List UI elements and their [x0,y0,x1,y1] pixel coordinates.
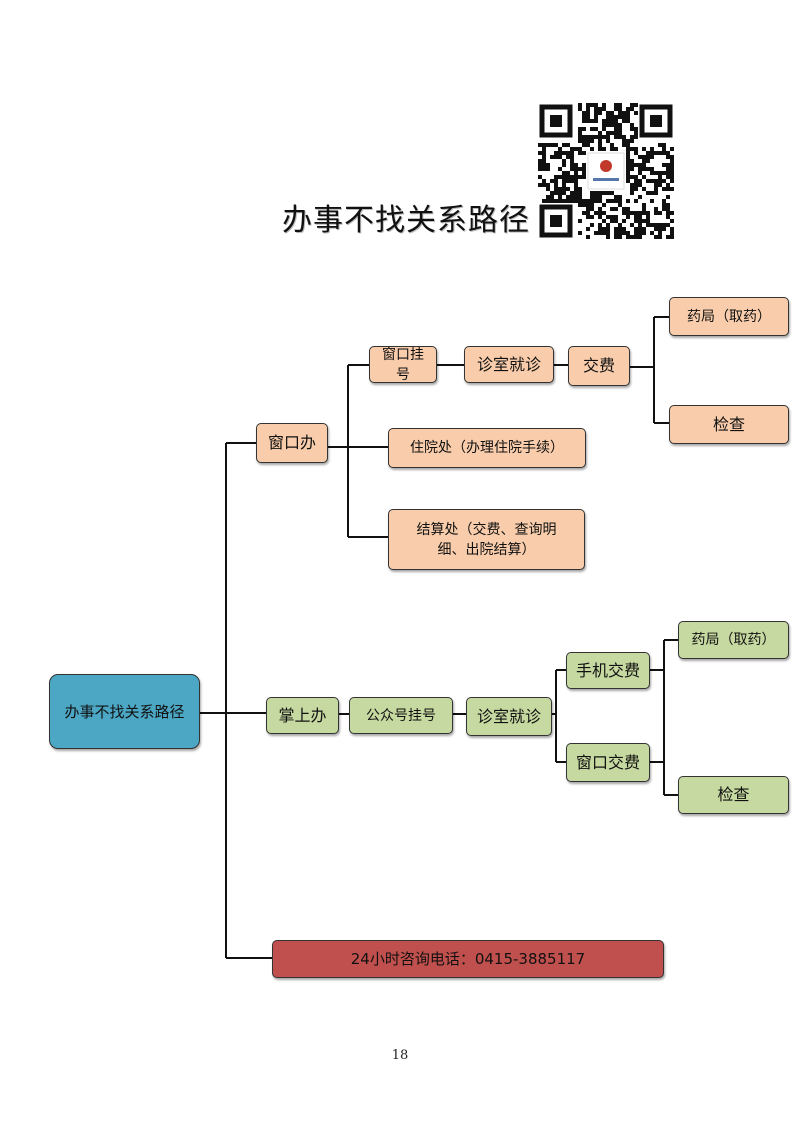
mobile-exam-node: 检查 [678,776,789,814]
root-node: 办事不找关系路径 [49,674,200,749]
settlement-node: 结算处（交费、查询明细、出院结算） [388,509,585,570]
phone-pay-node: 手机交费 [566,652,650,689]
window-pharmacy-node: 药局（取药） [669,297,789,336]
mobile-consult-node: 诊室就诊 [466,697,552,736]
mobile-window-pay-node: 窗口交费 [566,743,650,782]
mobile-pharmacy-node: 药局（取药） [678,621,789,659]
window-exam-node: 检查 [669,405,789,444]
window-service-node: 窗口办 [256,423,328,463]
page-title: 办事不找关系路径 [282,203,530,238]
hotline-banner: 24小时咨询电话：0415-3885117 [272,940,664,978]
page-number: 18 [391,1048,409,1063]
window-consult-node: 诊室就诊 [464,346,554,383]
window-pay-node: 交费 [568,346,630,386]
window-register-node: 窗口挂号 [369,346,437,383]
qr-code-image [538,103,674,239]
hospital-logo-icon [600,160,612,172]
mobile-register-node: 公众号挂号 [349,697,453,734]
mobile-service-node: 掌上办 [266,697,339,734]
inpatient-node: 住院处（办理住院手续） [388,428,586,468]
